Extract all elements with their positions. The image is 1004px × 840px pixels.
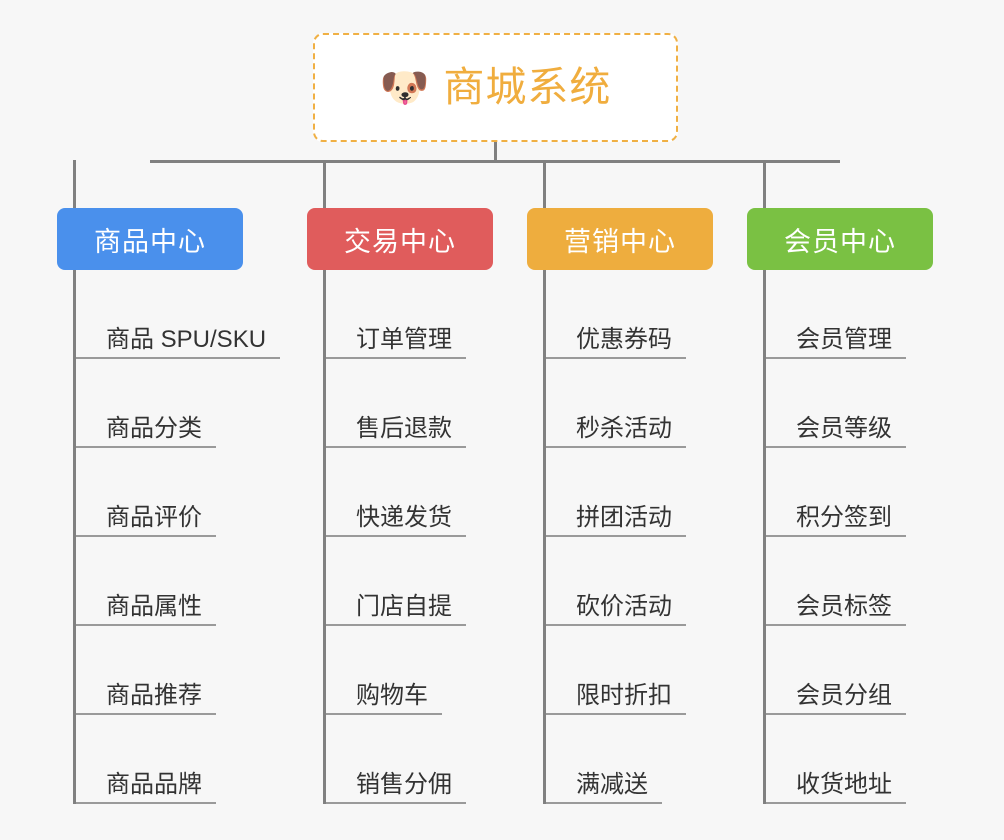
leaf-item-label: 满减送: [546, 771, 662, 804]
leaf-list: 商品 SPU/SKU 商品分类商品评价商品属性商品推荐商品品牌: [73, 270, 281, 804]
leaf-item-label: 秒杀活动: [546, 415, 686, 448]
leaf-item[interactable]: 限时折扣: [546, 626, 713, 715]
leaf-list: 订单管理售后退款快递发货门店自提购物车销售分佣: [323, 270, 493, 804]
connector-branch-vertical: [73, 160, 76, 208]
leaf-item[interactable]: 积分签到: [766, 448, 933, 537]
leaf-item[interactable]: 销售分佣: [326, 715, 493, 804]
leaf-item[interactable]: 秒杀活动: [546, 359, 713, 448]
leaf-item[interactable]: 商品品牌: [76, 715, 243, 804]
leaf-item-label: 订单管理: [326, 326, 466, 359]
leaf-item[interactable]: 商品推荐: [76, 626, 243, 715]
leaf-item-label: 会员标签: [766, 593, 906, 626]
leaf-item-label: 会员等级: [766, 415, 906, 448]
dog-face-icon: 🐶: [379, 65, 430, 110]
leaf-item-label: 商品品牌: [76, 771, 216, 804]
leaf-item-label: 商品 SPU/SKU: [76, 326, 281, 359]
leaf-item-label: 商品分类: [76, 415, 216, 448]
leaf-item-label: 会员分组: [766, 682, 906, 715]
leaf-item[interactable]: 订单管理: [326, 270, 493, 359]
leaf-item-label: 收货地址: [766, 771, 906, 804]
root-node[interactable]: 🐶 商城系统: [313, 33, 678, 142]
leaf-item-label: 售后退款: [326, 415, 466, 448]
branch-header[interactable]: 商品中心: [57, 208, 243, 270]
leaf-item-label: 限时折扣: [546, 682, 686, 715]
branch-column-3: 营销中心优惠券码秒杀活动拼团活动砍价活动限时折扣满减送: [527, 208, 713, 804]
leaf-item-label: 商品属性: [76, 593, 216, 626]
leaf-item[interactable]: 快递发货: [326, 448, 493, 537]
leaf-item[interactable]: 商品分类: [76, 359, 243, 448]
leaf-item[interactable]: 商品 SPU/SKU: [76, 270, 281, 359]
leaf-item-label: 会员管理: [766, 326, 906, 359]
leaf-item[interactable]: 商品评价: [76, 448, 243, 537]
leaf-item[interactable]: 优惠券码: [546, 270, 713, 359]
leaf-item-label: 拼团活动: [546, 504, 686, 537]
leaf-item-label: 砍价活动: [546, 593, 686, 626]
leaf-item[interactable]: 购物车: [326, 626, 493, 715]
leaf-item-label: 积分签到: [766, 504, 906, 537]
branch-column-1: 商品中心商品 SPU/SKU 商品分类商品评价商品属性商品推荐商品品牌: [57, 208, 281, 804]
branch-header[interactable]: 会员中心: [747, 208, 933, 270]
leaf-item-label: 销售分佣: [326, 771, 466, 804]
branch-header[interactable]: 交易中心: [307, 208, 493, 270]
leaf-item[interactable]: 商品属性: [76, 537, 243, 626]
leaf-item[interactable]: 收货地址: [766, 715, 933, 804]
leaf-item-label: 门店自提: [326, 593, 466, 626]
leaf-item-label: 购物车: [326, 682, 442, 715]
leaf-item[interactable]: 会员管理: [766, 270, 933, 359]
leaf-item-label: 快递发货: [326, 504, 466, 537]
leaf-item[interactable]: 满减送: [546, 715, 713, 804]
leaf-item[interactable]: 会员标签: [766, 537, 933, 626]
branch-column-2: 交易中心订单管理售后退款快递发货门店自提购物车销售分佣: [307, 208, 493, 804]
connector-horizontal-bus: [150, 160, 840, 163]
connector-root-vertical: [494, 142, 497, 162]
leaf-item[interactable]: 门店自提: [326, 537, 493, 626]
connector-branch-vertical: [323, 160, 326, 208]
leaf-item[interactable]: 会员等级: [766, 359, 933, 448]
leaf-item-label: 优惠券码: [546, 326, 686, 359]
leaf-item[interactable]: 会员分组: [766, 626, 933, 715]
connector-branch-vertical: [543, 160, 546, 208]
leaf-item-label: 商品推荐: [76, 682, 216, 715]
branch-header[interactable]: 营销中心: [527, 208, 713, 270]
leaf-item-label: 商品评价: [76, 504, 216, 537]
leaf-item[interactable]: 砍价活动: [546, 537, 713, 626]
leaf-list: 优惠券码秒杀活动拼团活动砍价活动限时折扣满减送: [543, 270, 713, 804]
connector-branch-vertical: [763, 160, 766, 208]
leaf-item[interactable]: 拼团活动: [546, 448, 713, 537]
leaf-list: 会员管理会员等级积分签到会员标签会员分组收货地址: [763, 270, 933, 804]
branch-column-4: 会员中心会员管理会员等级积分签到会员标签会员分组收货地址: [747, 208, 933, 804]
leaf-item[interactable]: 售后退款: [326, 359, 493, 448]
root-title: 商城系统: [443, 64, 612, 110]
